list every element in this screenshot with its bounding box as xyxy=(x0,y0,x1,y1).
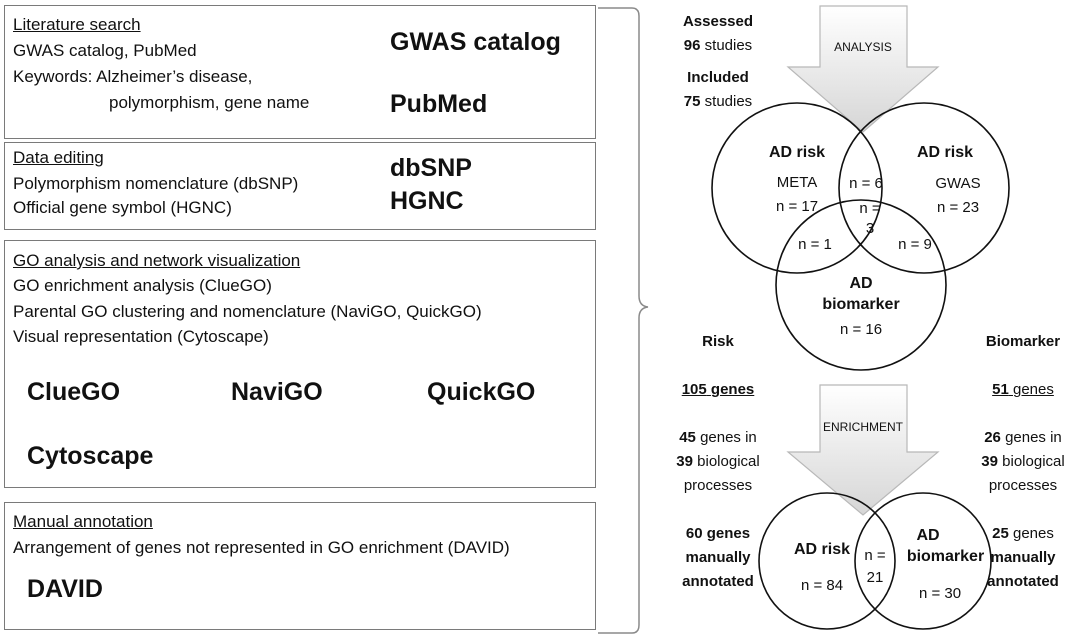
gene-symbol-text: Official gene symbol (HGNC) xyxy=(13,198,232,217)
risk-process-word: processes xyxy=(683,477,753,494)
biomarker-title-1: AD xyxy=(849,275,873,292)
biomarker-count: n = 16 xyxy=(839,321,883,338)
biomarker-manual-count: 25 xyxy=(992,525,1009,542)
keywords-text-cont: polymorphism, gene name xyxy=(109,93,310,112)
included-count: 75 xyxy=(683,93,701,110)
literature-search-box: Literature search GWAS catalog, PubMed K… xyxy=(4,5,596,139)
hgnc-tool: HGNC xyxy=(390,187,464,215)
assessed-word: studies xyxy=(704,37,753,54)
biomarker-manually: manually xyxy=(990,549,1056,566)
navigo-tool: NaviGO xyxy=(231,378,323,406)
literature-sources-text: GWAS catalog, PubMed xyxy=(13,41,197,60)
venn2-overlap-b: 21 xyxy=(866,569,884,586)
risk-process-text: biological xyxy=(697,453,760,470)
analysis-label: ANALYSIS xyxy=(834,40,892,54)
risk-manual-count: 60 xyxy=(685,525,703,542)
gwas-catalog-tool: GWAS catalog xyxy=(390,28,561,56)
biomarker-process-word: processes xyxy=(988,477,1058,494)
quickgo-tool: QuickGO xyxy=(427,378,536,406)
assessed-label: Assessed xyxy=(682,13,754,30)
included-label: Included xyxy=(687,69,749,86)
risk-label: Risk xyxy=(702,333,734,350)
risk-enriched-count: 45 xyxy=(679,429,696,446)
all-three-overlap-a: n = xyxy=(859,200,881,217)
meta-gwas-overlap: n = 6 xyxy=(849,175,883,192)
biomarker-venn-title-2: biomarker xyxy=(906,548,985,565)
biomarker-venn-title-1: AD xyxy=(916,527,940,544)
biomarker-label: Biomarker xyxy=(985,333,1061,350)
cluego-tool: ClueGO xyxy=(27,378,121,406)
risk-enriched-text: genes in xyxy=(700,429,757,446)
parental-go-text: Parental GO clustering and nomenclature … xyxy=(13,302,482,321)
literature-search-heading: Literature search xyxy=(13,15,141,34)
risk-genes-total: 105 genes xyxy=(681,381,755,398)
biomarker-venn-count: n = 30 xyxy=(918,585,962,602)
biomarker-manual-genes: genes xyxy=(1012,525,1054,542)
gwas-count: n = 23 xyxy=(936,199,980,216)
enrichment-arrow xyxy=(786,384,940,516)
all-three-overlap-b: 3 xyxy=(865,220,875,237)
go-analysis-heading: GO analysis and network visualization xyxy=(13,251,301,270)
assessed-count: 96 xyxy=(683,37,701,54)
biomarker-enriched-text: genes in xyxy=(1005,429,1062,446)
biomarker-circle-2 xyxy=(854,492,992,630)
risk-venn-count: n = 84 xyxy=(800,577,844,594)
venn2-overlap-a: n = xyxy=(864,547,886,564)
risk-manual-genes: genes xyxy=(706,525,751,542)
manual-annotation-box: Manual annotation Arrangement of genes n… xyxy=(4,502,596,630)
meta-circle xyxy=(711,102,883,274)
gwas-circle xyxy=(838,102,1010,274)
arrangement-text: Arrangement of genes not represented in … xyxy=(13,538,510,557)
curly-brace xyxy=(598,7,649,634)
dbsnp-tool: dbSNP xyxy=(390,154,472,182)
biomarker-annotated: annotated xyxy=(987,573,1059,590)
data-editing-heading: Data editing xyxy=(13,148,104,167)
pubmed-tool: PubMed xyxy=(390,90,488,118)
manual-annotation-heading: Manual annotation xyxy=(13,512,153,531)
analysis-arrow xyxy=(786,5,940,133)
risk-circle xyxy=(758,492,896,630)
meta-subtitle: META xyxy=(776,174,818,191)
cytoscape-tool: Cytoscape xyxy=(27,442,154,470)
gwas-biomarker-overlap: n = 9 xyxy=(898,236,932,253)
keywords-text: Keywords: Alzheimer’s disease, xyxy=(13,67,253,86)
assessed-block: Assessed 96 studies xyxy=(668,10,768,58)
risk-process-count: 39 xyxy=(676,453,693,470)
visual-representation-text: Visual representation (Cytoscape) xyxy=(13,327,269,346)
meta-count: n = 17 xyxy=(775,198,819,215)
biomarker-enriched-count: 26 xyxy=(984,429,1001,446)
risk-manually: manually xyxy=(685,549,751,566)
biomarker-genes-total: 51 genes xyxy=(992,381,1054,398)
risk-venn-title: AD risk xyxy=(793,541,851,558)
data-editing-box: Data editing Polymorphism nomenclature (… xyxy=(4,142,596,230)
gwas-subtitle: GWAS xyxy=(935,175,981,192)
included-block: Included 75 studies xyxy=(668,66,768,114)
risk-block: Risk 105 genes 45 genes in 39 biological… xyxy=(658,330,778,594)
meta-title: AD risk xyxy=(768,144,826,161)
biomarker-block: Biomarker 51 genes 26 genes in 39 biolog… xyxy=(967,330,1079,594)
included-word: studies xyxy=(704,93,753,110)
enrichment-label: ENRICHMENT xyxy=(823,420,903,434)
biomarker-circle xyxy=(775,199,947,371)
go-analysis-box: GO analysis and network visualization GO… xyxy=(4,240,596,488)
risk-annotated: annotated xyxy=(682,573,754,590)
david-tool: DAVID xyxy=(27,575,103,603)
go-enrichment-text: GO enrichment analysis (ClueGO) xyxy=(13,276,272,295)
biomarker-title-2: biomarker xyxy=(822,296,900,313)
biomarker-process-count: 39 xyxy=(981,453,998,470)
meta-biomarker-overlap: n = 1 xyxy=(798,236,832,253)
gwas-title: AD risk xyxy=(916,144,974,161)
polymorphism-nomenclature-text: Polymorphism nomenclature (dbSNP) xyxy=(13,174,299,193)
biomarker-process-text: biological xyxy=(1002,453,1065,470)
